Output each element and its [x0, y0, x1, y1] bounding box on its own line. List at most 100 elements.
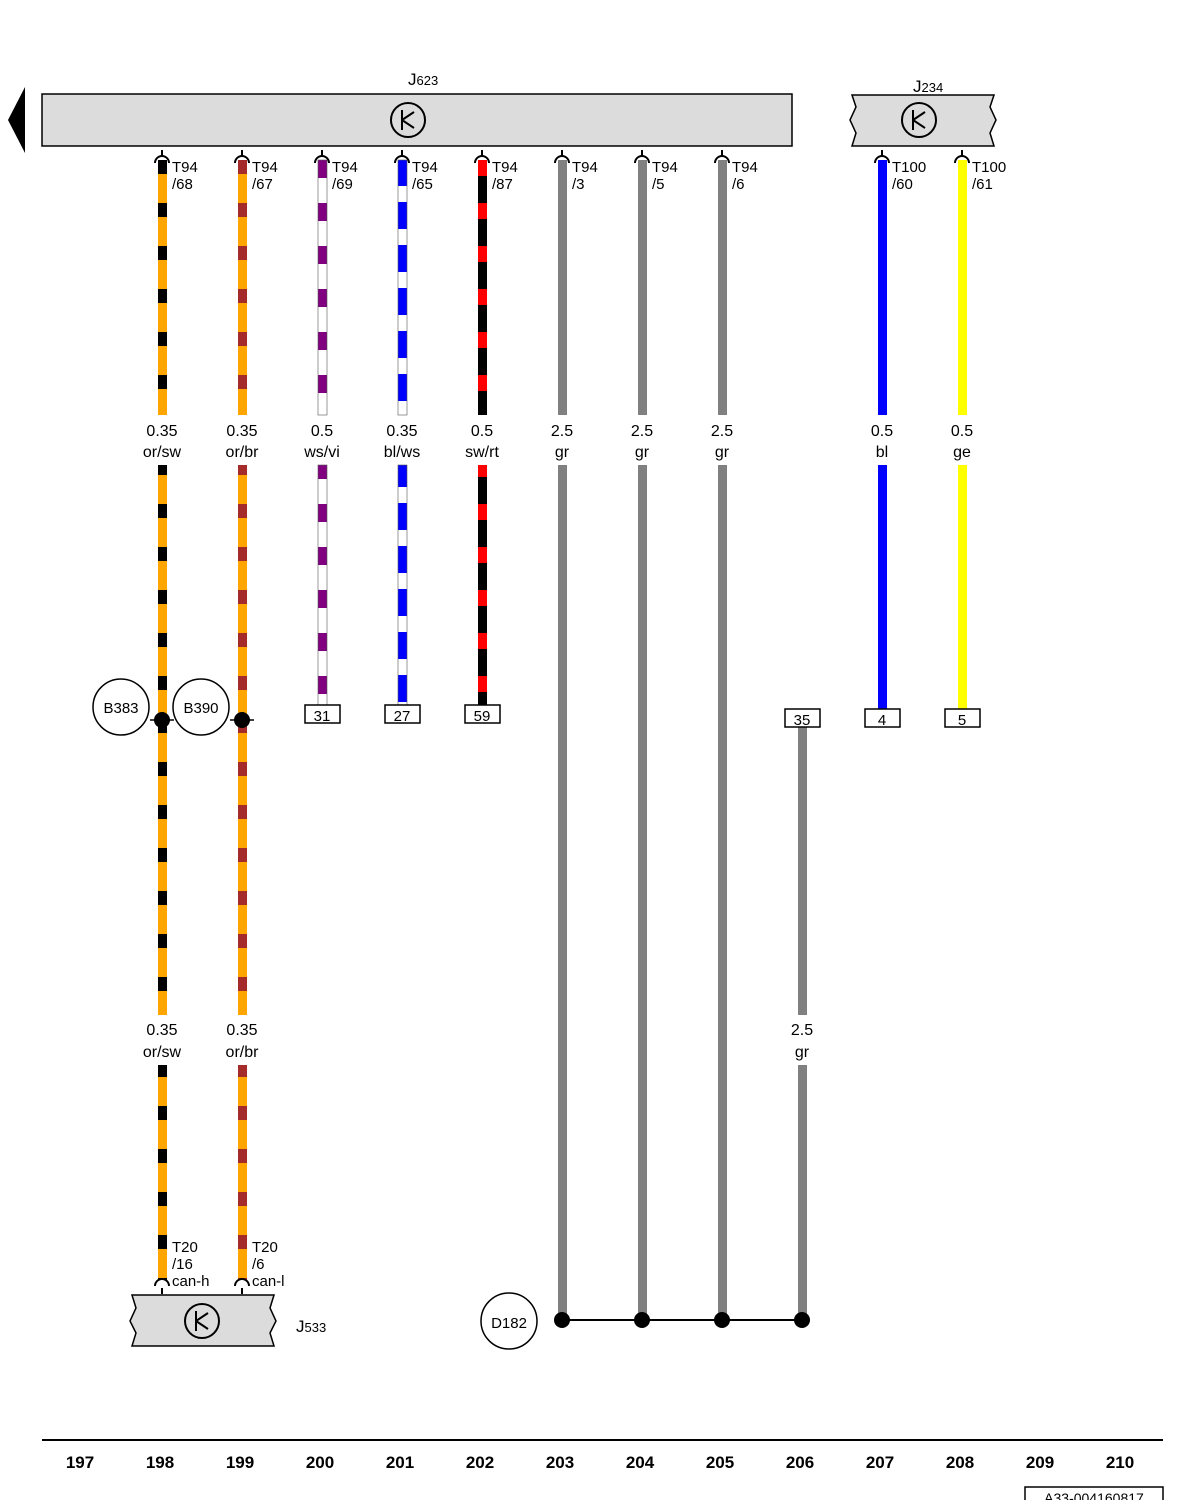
svg-text:/65: /65 [412, 176, 433, 193]
grid-number: 197 [66, 1453, 94, 1472]
grid-number: 202 [466, 1453, 494, 1472]
wire-label-gr: 2.5gr [551, 423, 573, 461]
svg-text:T100: T100 [892, 159, 926, 176]
svg-text:2.5: 2.5 [551, 423, 573, 440]
page-continuation-arrow [8, 87, 25, 153]
wire-gr [638, 160, 647, 415]
svg-text:T94: T94 [492, 159, 518, 176]
svg-text:/3: /3 [572, 176, 585, 193]
svg-text:or/br: or/br [226, 1044, 260, 1061]
svg-text:T94: T94 [172, 159, 198, 176]
pin-label-t94-3: T94/3 [572, 159, 598, 193]
svg-text:0.35: 0.35 [226, 1022, 257, 1039]
wire-ws-vi [317, 159, 328, 416]
wire-bl-ws [397, 159, 408, 416]
svg-text:gr: gr [795, 1044, 810, 1061]
svg-text:0.35: 0.35 [386, 423, 417, 440]
grid-numbers: 197 198 199 200 201 202 203 204 205 206 … [66, 1453, 1134, 1472]
module-j623 [41, 93, 793, 147]
grid-number: 203 [546, 1453, 574, 1472]
svg-text:59: 59 [474, 708, 491, 725]
svg-text:35: 35 [794, 712, 811, 729]
pin-label-t100-61: T100/61 [972, 159, 1006, 193]
grid-number: 201 [386, 1453, 414, 1472]
wire-label-sw-rt: 0.5 sw/rt [465, 423, 499, 461]
grid-number: 204 [626, 1453, 655, 1472]
svg-text:or/br: or/br [226, 444, 260, 461]
reference-box-35: 35 [784, 708, 821, 729]
reference-box-59: 59 [464, 704, 501, 725]
wire-label-ge: 0.5ge [951, 423, 973, 461]
svg-text:0.5: 0.5 [471, 423, 493, 440]
svg-text:/67: /67 [252, 176, 273, 193]
wire-label-or-br: 0.35 or/br [226, 1022, 260, 1061]
wire-ge [958, 160, 967, 415]
module-j234-label: J234 [913, 77, 943, 96]
svg-text:0.5: 0.5 [871, 423, 893, 440]
module-j533 [129, 1294, 277, 1347]
wire-label-gr: 2.5 gr [791, 1022, 813, 1061]
reference-box-5: 5 [944, 708, 981, 729]
svg-text:/69: /69 [332, 176, 353, 193]
svg-text:D182: D182 [491, 1315, 527, 1332]
pin-label-t94-87: T94/87 [492, 159, 518, 193]
wire-ws-vi [317, 464, 328, 706]
svg-text:/87: /87 [492, 176, 513, 193]
wire-label-or-br: 0.35 or/br [226, 423, 260, 461]
wire-gr [718, 160, 727, 415]
wire-label-or-sw: 0.35 or/sw [143, 423, 182, 461]
svg-text:bl: bl [876, 444, 888, 461]
svg-text:ge: ge [953, 444, 971, 461]
pin-label-t94-68: T94/68 [172, 159, 198, 193]
svg-text:2.5: 2.5 [711, 423, 733, 440]
wire-gr [718, 465, 727, 1320]
svg-text:ws/vi: ws/vi [303, 444, 340, 461]
svg-text:T20: T20 [252, 1239, 278, 1256]
splice-b383: B383 [92, 678, 174, 736]
svg-text:or/sw: or/sw [143, 1044, 182, 1061]
svg-text:4: 4 [878, 712, 886, 729]
pin-label-t94-6: T94/6 [732, 159, 758, 193]
svg-text:T94: T94 [572, 159, 598, 176]
wire-gr [558, 160, 567, 415]
wire-gr [638, 465, 647, 1320]
wire-label-bl: 0.5 bl [871, 423, 893, 461]
grid-number: 207 [866, 1453, 894, 1472]
svg-text:/6: /6 [252, 1256, 265, 1273]
svg-text:sw/rt: sw/rt [465, 444, 499, 461]
grid-number: 209 [1026, 1453, 1054, 1472]
pin-label-t94-65: T94/65 [412, 159, 438, 193]
wire-gr [558, 465, 567, 1320]
svg-text:B390: B390 [183, 700, 218, 717]
svg-text:0.35: 0.35 [146, 423, 177, 440]
wire-or-sw [158, 1065, 167, 1280]
wire-ge [958, 465, 967, 709]
svg-text:27: 27 [394, 708, 411, 725]
wire-sw-rt [478, 465, 487, 705]
grid-number: 198 [146, 1453, 174, 1472]
svg-text:2.5: 2.5 [791, 1022, 813, 1039]
svg-text:/61: /61 [972, 176, 993, 193]
wire-label-gr: 2.5gr [711, 423, 733, 461]
svg-text:T94: T94 [732, 159, 758, 176]
wire-bl [878, 160, 887, 415]
ground-connection-d182: D182 [480, 1292, 810, 1350]
module-j623-label: J623 [408, 70, 438, 89]
svg-text:T94: T94 [252, 159, 278, 176]
svg-text:T94: T94 [412, 159, 438, 176]
grid-number: 206 [786, 1453, 814, 1472]
svg-text:0.35: 0.35 [226, 423, 257, 440]
control-unit-icon [390, 102, 426, 138]
reference-box-27: 27 [384, 704, 421, 725]
control-unit-icon [901, 102, 937, 138]
grid-number: 199 [226, 1453, 254, 1472]
wire-or-sw [158, 160, 167, 415]
module-j234 [849, 94, 997, 147]
svg-text:31: 31 [314, 708, 331, 725]
wire-label-ws-vi: 0.5ws/vi [303, 423, 340, 461]
svg-text:or/sw: or/sw [143, 444, 182, 461]
wire-gr [798, 1065, 807, 1320]
